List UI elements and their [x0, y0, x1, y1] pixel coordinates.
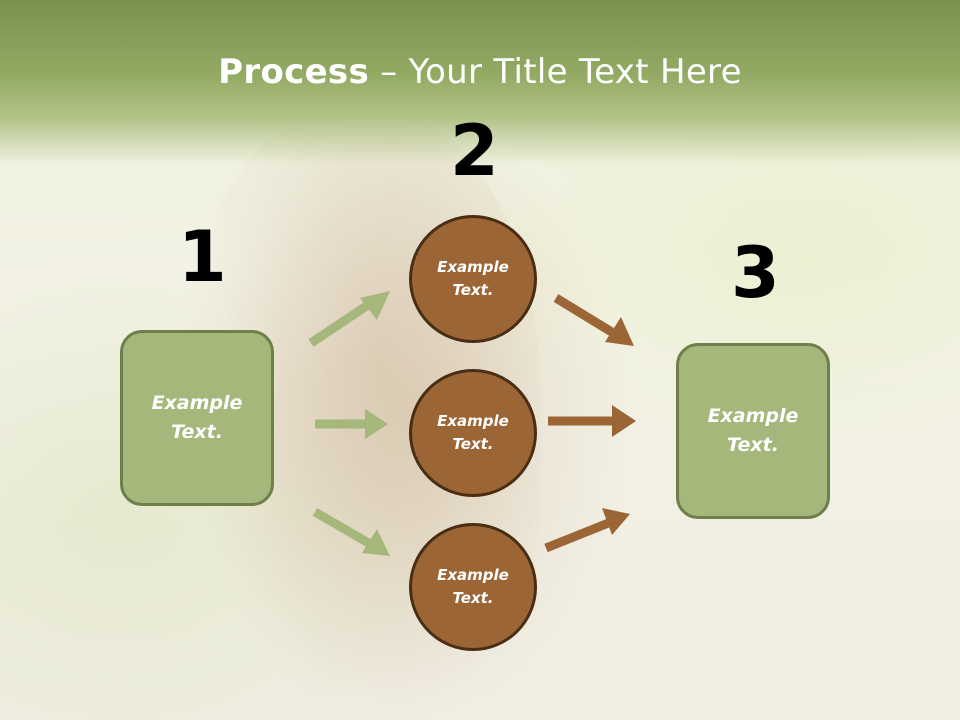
step-number-3: 3: [731, 232, 780, 314]
right-box-text: Example Text.: [707, 405, 799, 456]
circle-bottom-text: Example Text.: [437, 566, 509, 607]
process-circle-middle[interactable]: Example Text.: [409, 369, 537, 497]
arrow-middle-to-right: [548, 405, 636, 437]
step-number-2: 2: [450, 110, 499, 192]
arrow-top-to-right: [553, 294, 634, 346]
step-number-1: 1: [178, 216, 227, 298]
left-process-box[interactable]: Example Text.: [120, 330, 274, 506]
title-bold-word: Process: [218, 52, 370, 92]
slide-title: Process – Your Title Text Here: [0, 52, 960, 92]
left-box-text: Example Text.: [151, 392, 243, 443]
process-circle-bottom[interactable]: Example Text.: [409, 523, 537, 651]
header-band: [0, 0, 960, 165]
circle-middle-text: Example Text.: [437, 412, 509, 453]
title-rest: – Your Title Text Here: [369, 52, 742, 92]
arrow-bottom-to-right: [544, 508, 630, 553]
process-circle-top[interactable]: Example Text.: [409, 215, 537, 343]
right-process-box[interactable]: Example Text.: [676, 343, 830, 519]
circle-top-text: Example Text.: [437, 258, 509, 299]
